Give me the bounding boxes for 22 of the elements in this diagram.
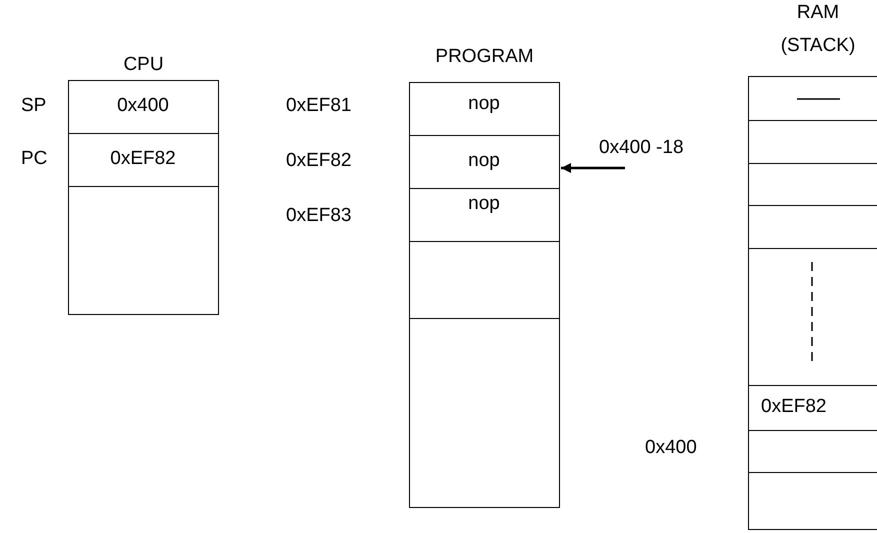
memory-cell	[409, 241, 560, 319]
address-label: 0x400 -18	[599, 137, 684, 159]
memory-cell	[748, 472, 877, 530]
column-heading: PROGRAM	[434, 45, 535, 69]
address-label: PC	[21, 148, 48, 170]
address-label: 0x400	[645, 437, 697, 459]
address-label: SP	[21, 95, 46, 117]
memory-cell	[748, 76, 877, 121]
address-label: 0xEF82	[286, 150, 352, 172]
cell-value: 0xEF82	[109, 148, 177, 170]
column-heading: RAM (STACK)	[780, 1, 856, 58]
memory-cell	[409, 318, 560, 508]
arrow	[561, 163, 625, 173]
cell-value: nop	[467, 150, 501, 172]
cell-value: nop	[467, 93, 501, 115]
cell-value: nop	[467, 193, 501, 215]
address-label: 0xEF83	[286, 205, 352, 227]
cell-value: 0x400	[116, 95, 170, 117]
address-label: 0xEF81	[286, 95, 352, 117]
memory-cell	[68, 186, 219, 315]
column-heading: CPU	[122, 53, 165, 77]
cell-value: 0xEF82	[761, 396, 826, 418]
